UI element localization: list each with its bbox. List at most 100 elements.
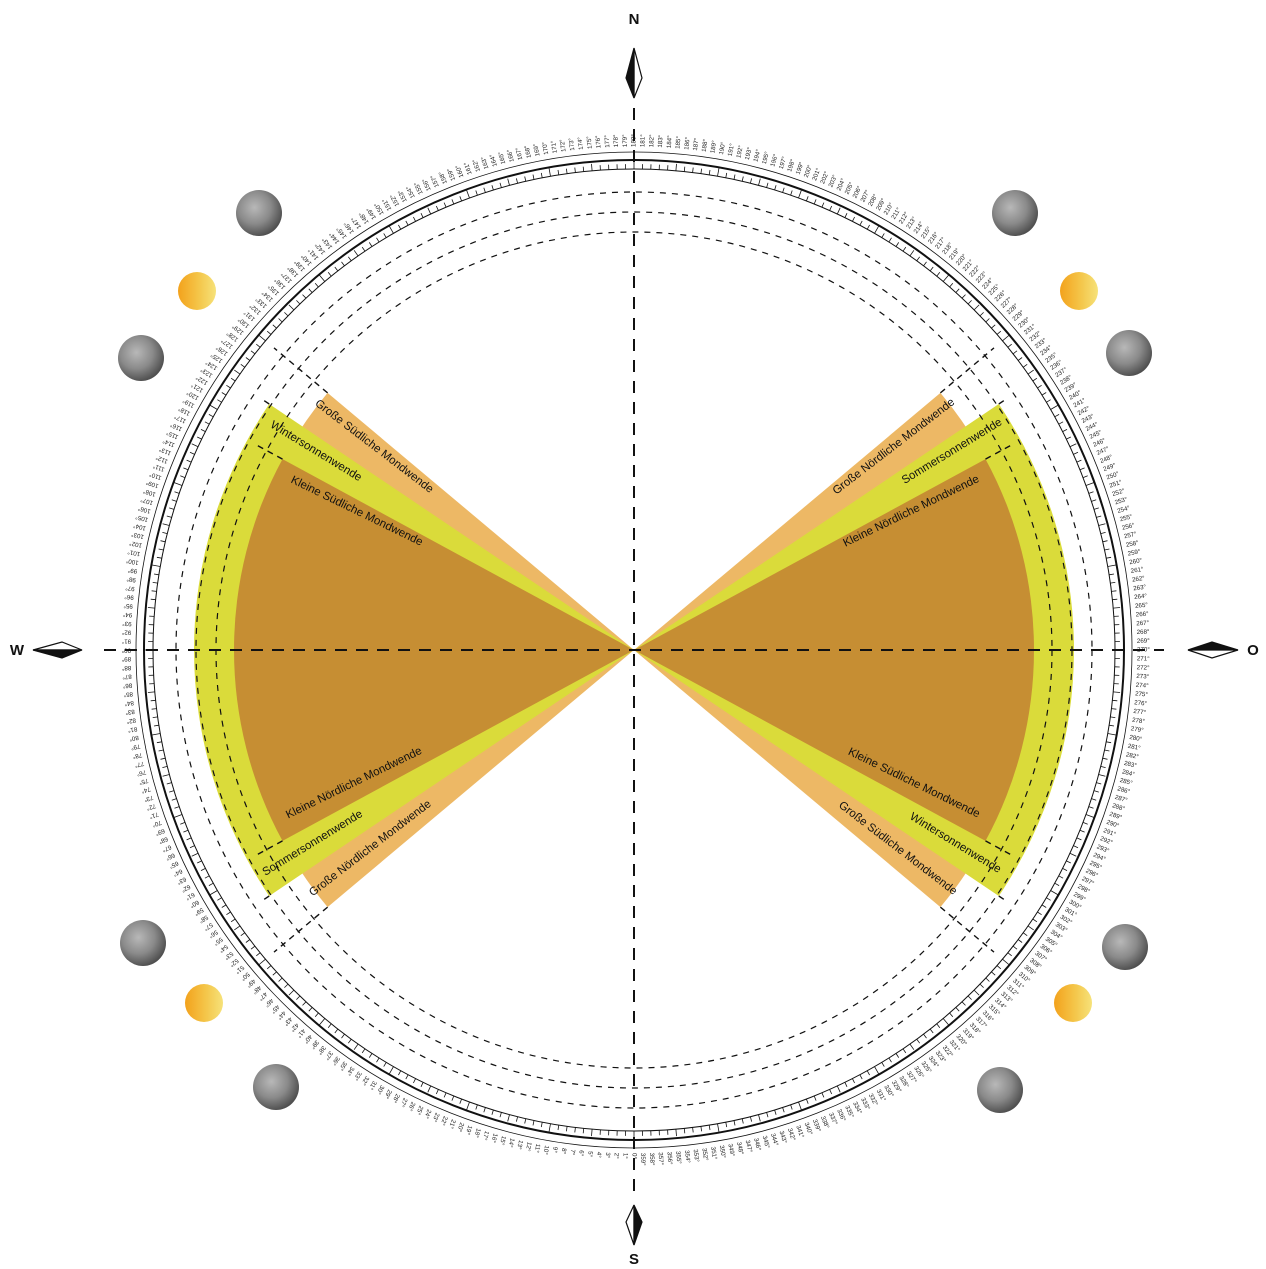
degree-tick [296, 996, 300, 1000]
degree-tick [1073, 846, 1078, 848]
degree-tick [279, 319, 283, 323]
degree-tick [436, 1089, 438, 1094]
degree-tick [389, 1067, 394, 1075]
degree-label: 86° [122, 681, 132, 689]
degree-tick [997, 966, 1001, 969]
degree-tick [421, 1082, 423, 1087]
degree-tick [903, 247, 906, 251]
degree-tick [1077, 838, 1082, 840]
degree-tick [152, 709, 157, 710]
degree-tick [484, 1108, 486, 1113]
degree-tick [718, 167, 720, 176]
degree-label: 349° [726, 1143, 735, 1157]
degree-label: 273° [1136, 673, 1150, 681]
degree-tick [742, 1119, 743, 1124]
degree-tick [348, 1039, 351, 1043]
degree-label: 350° [718, 1145, 727, 1159]
compass-label-east: O [1247, 642, 1259, 659]
degree-label: 88° [121, 664, 131, 671]
degree-tick [476, 191, 478, 196]
degree-tick [162, 532, 167, 533]
degree-tick [1086, 482, 1094, 485]
degree-label: 1° [621, 1153, 628, 1160]
degree-label: 80° [128, 734, 139, 743]
degree-tick [896, 242, 899, 246]
degree-tick [930, 267, 933, 271]
degree-tick [1113, 692, 1120, 693]
degree-tick [251, 946, 255, 949]
degree-tick [444, 1093, 446, 1098]
degree-tick [937, 1024, 940, 1028]
degree-tick [867, 1071, 869, 1075]
moon-icon [253, 1064, 299, 1110]
degree-tick [444, 203, 446, 208]
degree-tick [917, 257, 920, 261]
degree-tick [389, 226, 394, 234]
degree-tick [315, 1013, 318, 1017]
degree-label: 177° [604, 134, 612, 148]
degree-tick [354, 1044, 358, 1050]
degree-tick [889, 238, 892, 242]
degree-tick [315, 283, 318, 287]
degree-tick [319, 275, 325, 282]
degree-tick [492, 185, 494, 190]
degree-tick [1046, 898, 1050, 901]
degree-label: 173° [568, 137, 577, 151]
degree-label: 87° [122, 673, 132, 681]
degree-tick [1003, 959, 1010, 965]
degree-label: 269° [1137, 638, 1150, 645]
degree-tick [217, 898, 221, 901]
degree-tick [1103, 541, 1108, 542]
degree-tick [384, 1062, 387, 1066]
degree-label: 265° [1135, 602, 1149, 610]
dashed-ray [261, 398, 269, 404]
degree-label: 189° [709, 140, 718, 154]
degree-label: 96° [124, 593, 135, 601]
degree-tick [500, 183, 501, 188]
degree-label: 94° [122, 611, 132, 619]
degree-label: 84° [124, 699, 135, 707]
degree-label: 278° [1132, 717, 1146, 726]
degree-label: 13° [515, 1139, 524, 1150]
degree-tick [575, 1127, 576, 1132]
degree-label: 259° [1127, 548, 1141, 557]
degree-tick [284, 984, 288, 988]
degree-label: 266° [1136, 611, 1150, 619]
degree-label: 181° [639, 134, 646, 147]
degree-tick [241, 364, 245, 367]
degree-label: 16° [489, 1132, 498, 1143]
degree-label: 280° [1129, 734, 1143, 743]
degree-tick [428, 1086, 431, 1092]
degree-label: 268° [1137, 629, 1151, 636]
degree-tick [241, 933, 245, 936]
degree-label: 186° [683, 136, 691, 150]
degree-label: 2° [613, 1153, 620, 1160]
degree-label: 7° [568, 1149, 576, 1156]
degree-tick [676, 164, 677, 171]
degree-tick [210, 405, 218, 410]
degree-tick [1110, 582, 1115, 583]
degree-tick [956, 289, 959, 293]
degree-tick [1059, 876, 1063, 878]
degree-tick [234, 926, 240, 930]
degree-label: 14° [506, 1137, 515, 1148]
moon-icon [977, 1067, 1023, 1113]
degree-tick [406, 221, 408, 225]
degree-tick [750, 178, 751, 183]
degree-tick [917, 1039, 920, 1043]
degree-tick [962, 1002, 966, 1006]
degree-label: 352° [700, 1148, 709, 1162]
degree-tick [1108, 565, 1117, 567]
degree-tick [217, 400, 221, 403]
degree-tick [460, 1099, 462, 1104]
degree-tick [398, 225, 400, 229]
degree-tick [436, 206, 438, 211]
sun-icon [178, 272, 216, 310]
degree-tick [303, 295, 307, 299]
degree-tick [167, 783, 172, 784]
degree-tick [558, 170, 559, 175]
degree-tick [197, 861, 202, 863]
degree-tick [997, 331, 1001, 334]
degree-tick [153, 717, 158, 718]
degree-tick [279, 978, 283, 982]
